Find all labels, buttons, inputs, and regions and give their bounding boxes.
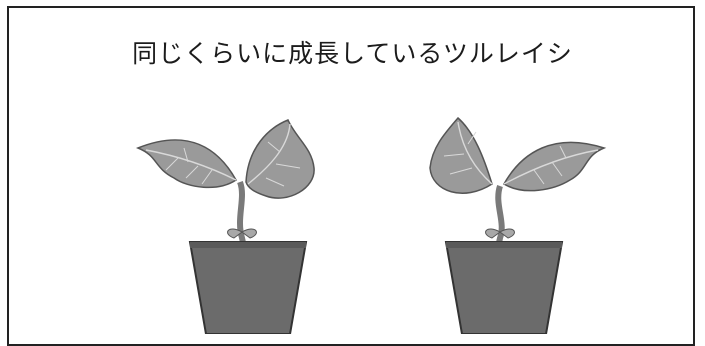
plant-left-icon: [128, 108, 358, 334]
plant-right-icon: [384, 108, 614, 334]
illustration-frame: [7, 6, 695, 346]
caption-title: 同じくらいに成長しているツルレイシ: [132, 39, 573, 68]
